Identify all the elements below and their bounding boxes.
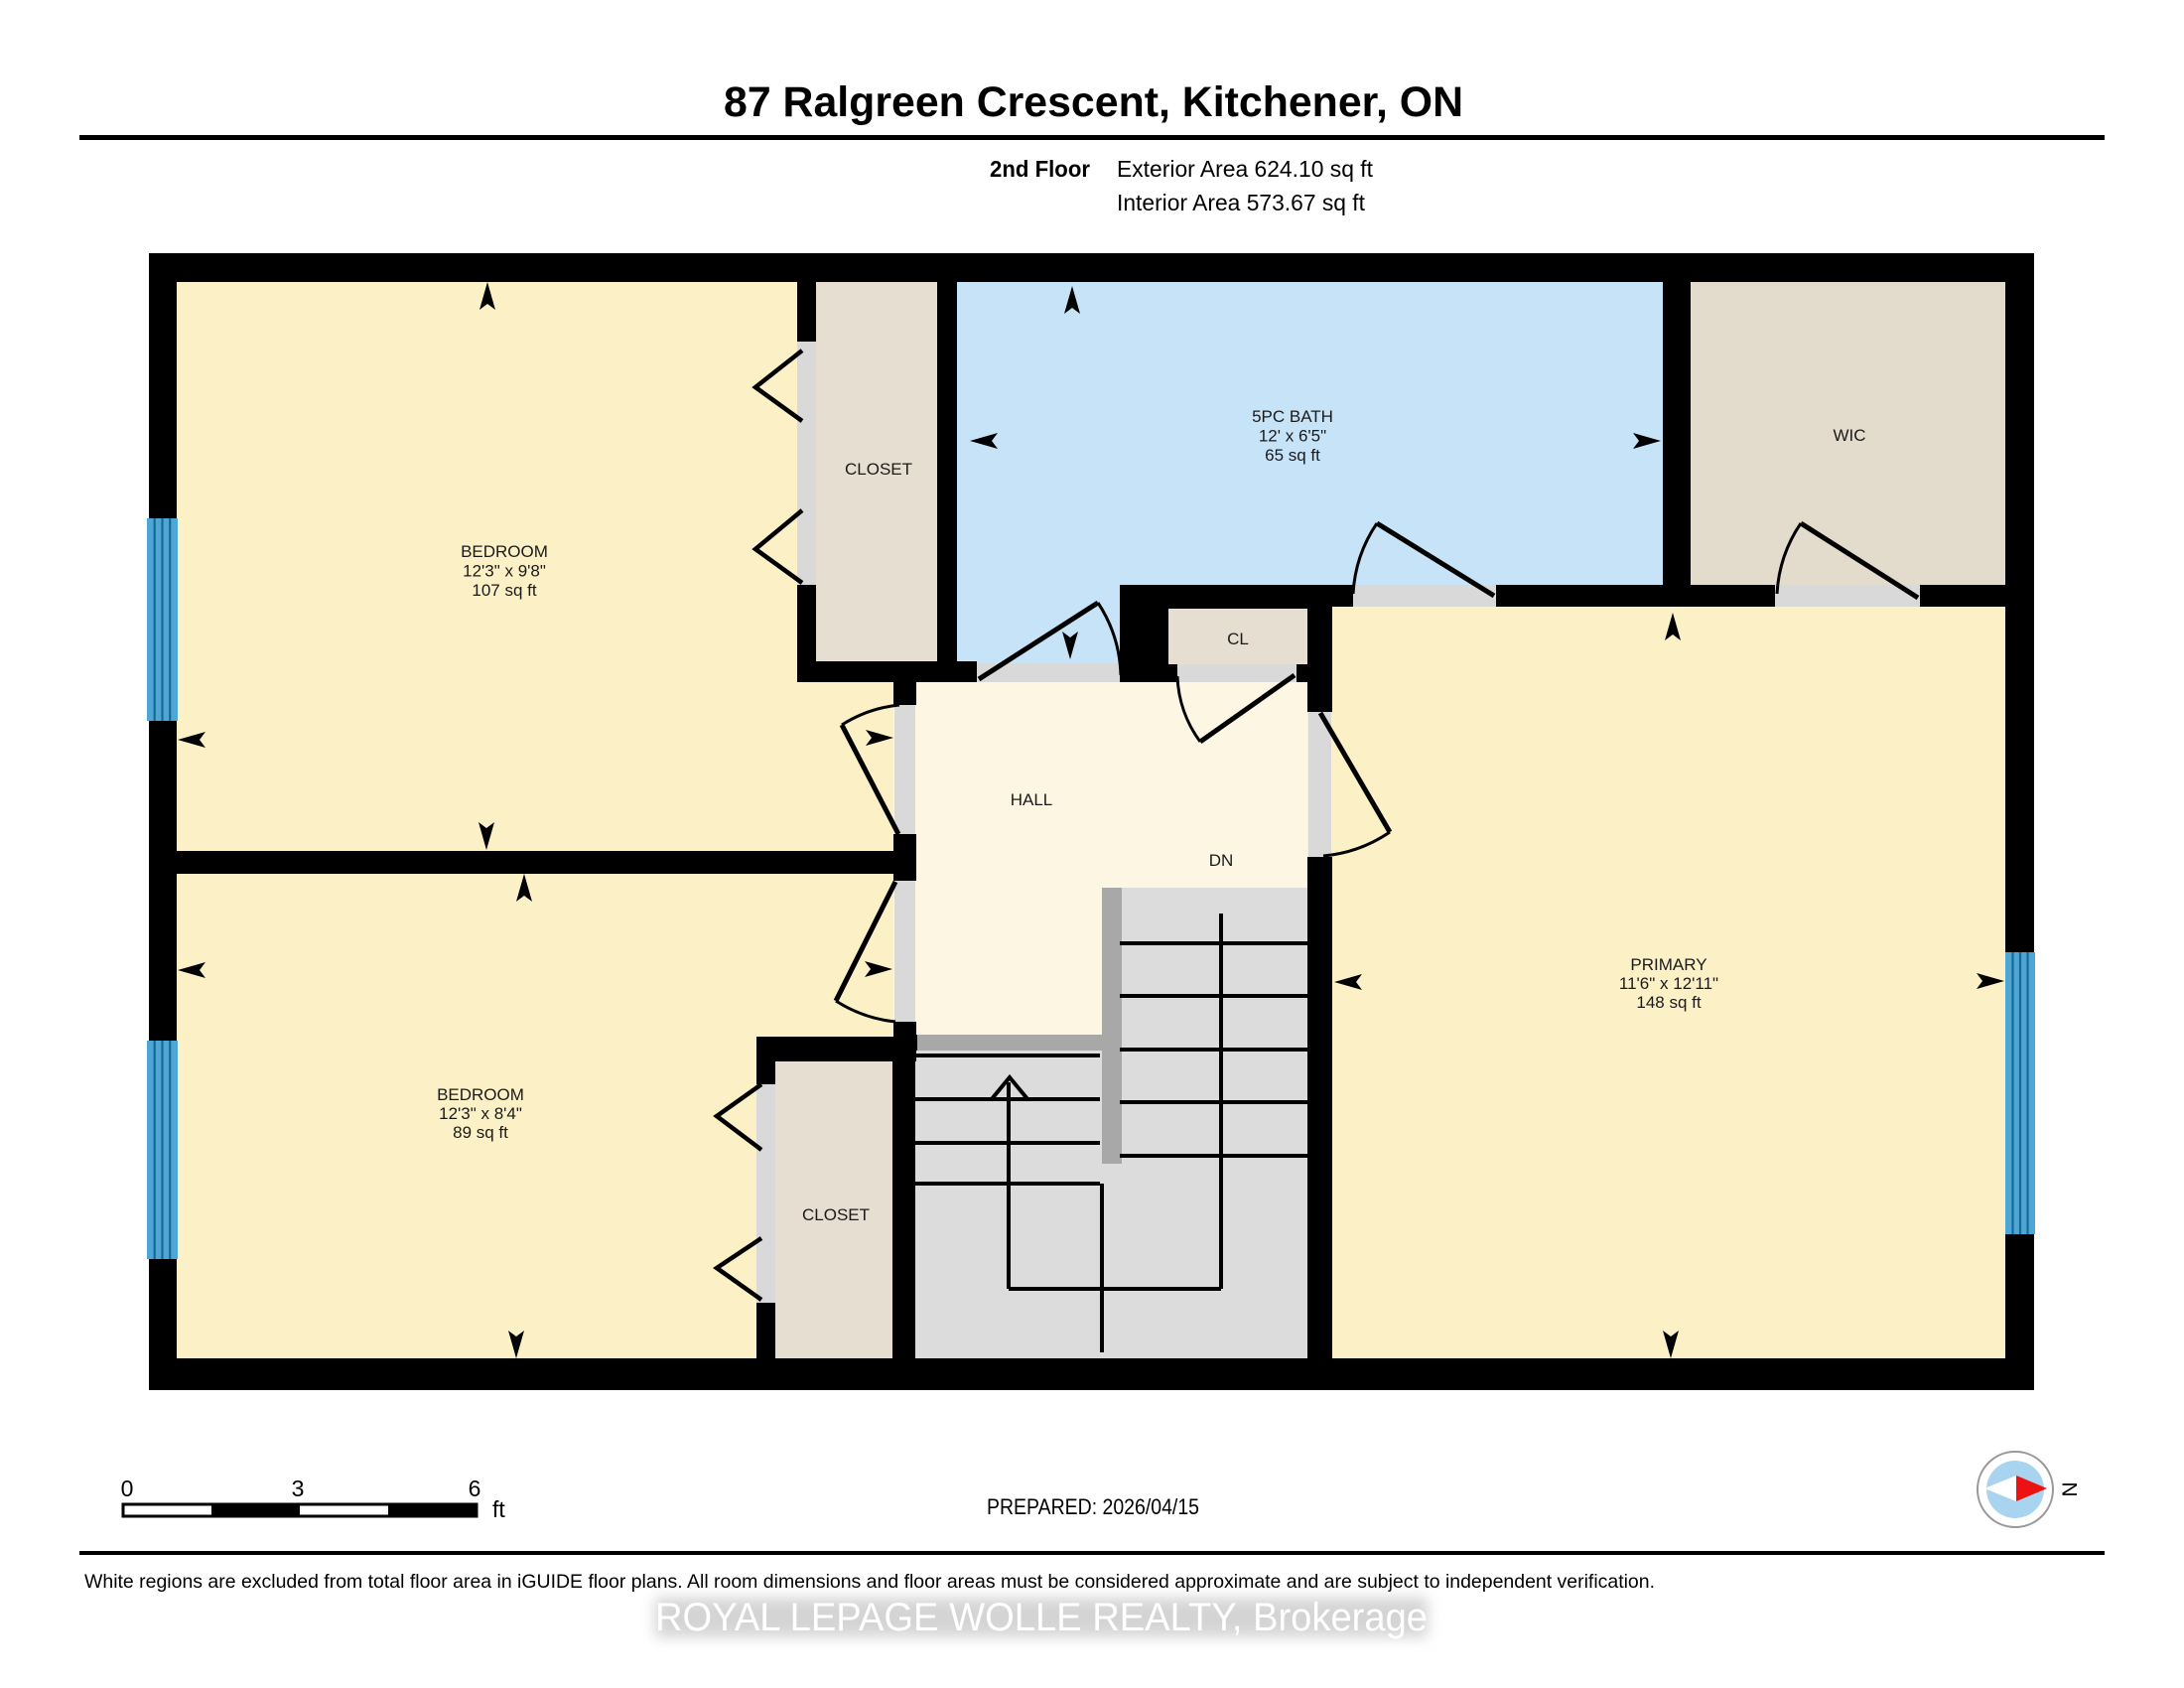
svg-text:CLOSET: CLOSET bbox=[845, 460, 912, 479]
svg-text:89 sq ft: 89 sq ft bbox=[453, 1123, 508, 1142]
svg-text:ROYAL LEPAGE WOLLE REALTY, Bro: ROYAL LEPAGE WOLLE REALTY, Brokerage bbox=[655, 1596, 1428, 1639]
svg-text:HALL: HALL bbox=[1011, 790, 1053, 809]
svg-text:148 sq ft: 148 sq ft bbox=[1636, 993, 1701, 1012]
svg-text:0: 0 bbox=[121, 1476, 134, 1501]
svg-text:2nd Floor: 2nd Floor bbox=[990, 156, 1090, 182]
svg-text:Exterior Area 624.10 sq ft: Exterior Area 624.10 sq ft bbox=[1117, 156, 1374, 182]
svg-text:12'3" x 8'4": 12'3" x 8'4" bbox=[439, 1104, 522, 1123]
svg-text:CL: CL bbox=[1227, 630, 1249, 648]
svg-text:BEDROOM: BEDROOM bbox=[461, 542, 548, 561]
svg-text:6: 6 bbox=[469, 1476, 481, 1501]
svg-text:12' x 6'5": 12' x 6'5" bbox=[1259, 427, 1326, 446]
svg-text:5PC BATH: 5PC BATH bbox=[1252, 407, 1333, 426]
svg-text:N: N bbox=[2057, 1481, 2080, 1496]
svg-text:107 sq ft: 107 sq ft bbox=[472, 581, 536, 600]
svg-text:PRIMARY: PRIMARY bbox=[1630, 955, 1706, 974]
svg-text:WIC: WIC bbox=[1833, 426, 1865, 445]
svg-text:DN: DN bbox=[1209, 851, 1234, 870]
svg-text:87 Ralgreen Crescent, Kitchene: 87 Ralgreen Crescent, Kitchener, ON bbox=[724, 78, 1463, 126]
svg-text:65 sq ft: 65 sq ft bbox=[1265, 446, 1320, 465]
svg-text:11'6" x 12'11": 11'6" x 12'11" bbox=[1619, 974, 1718, 993]
svg-text:3: 3 bbox=[292, 1476, 305, 1501]
svg-text:12'3" x 9'8": 12'3" x 9'8" bbox=[463, 562, 546, 581]
svg-text:White regions are excluded fro: White regions are excluded from total fl… bbox=[84, 1571, 1655, 1593]
svg-text:BEDROOM: BEDROOM bbox=[437, 1085, 524, 1104]
svg-text:Interior Area 573.67 sq ft: Interior Area 573.67 sq ft bbox=[1117, 190, 1366, 215]
svg-text:ft: ft bbox=[492, 1496, 505, 1522]
svg-text:PREPARED: 2026/04/15: PREPARED: 2026/04/15 bbox=[987, 1494, 1199, 1519]
svg-text:CLOSET: CLOSET bbox=[802, 1205, 870, 1224]
